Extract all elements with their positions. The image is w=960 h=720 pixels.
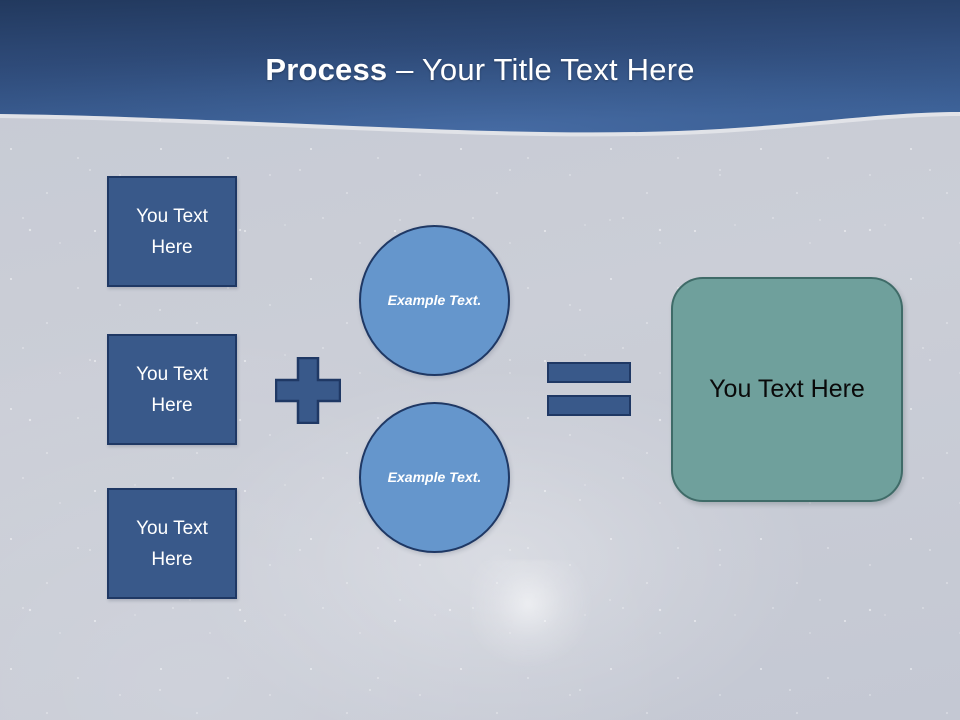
input-box-2-label: You Text Here [136, 363, 208, 416]
equals-bar-top [547, 362, 631, 383]
input-box-1[interactable]: You Text Here [107, 176, 237, 287]
input-box-3[interactable]: You Text Here [107, 488, 237, 599]
input-box-2[interactable]: You Text Here [107, 334, 237, 445]
input-box-1-label: You Text Here [136, 205, 208, 258]
example-circle-2[interactable]: Example Text. [359, 402, 510, 553]
example-circle-1-label: Example Text. [387, 292, 482, 308]
example-circle-2-label: Example Text. [387, 469, 482, 485]
example-circle-1[interactable]: Example Text. [359, 225, 510, 376]
result-box[interactable]: You Text Here [671, 277, 903, 502]
input-box-3-label: You Text Here [136, 517, 208, 570]
background-star-cluster [470, 560, 600, 670]
equals-icon [547, 362, 631, 416]
equals-bar-bottom [547, 395, 631, 416]
page-title: Process – Your Title Text Here [0, 50, 960, 90]
header-banner [0, 0, 960, 140]
page-title-rest: – Your Title Text Here [387, 52, 695, 87]
result-box-label: You Text Here [709, 375, 865, 403]
plus-icon [274, 356, 342, 425]
page-title-bold: Process [265, 52, 388, 87]
